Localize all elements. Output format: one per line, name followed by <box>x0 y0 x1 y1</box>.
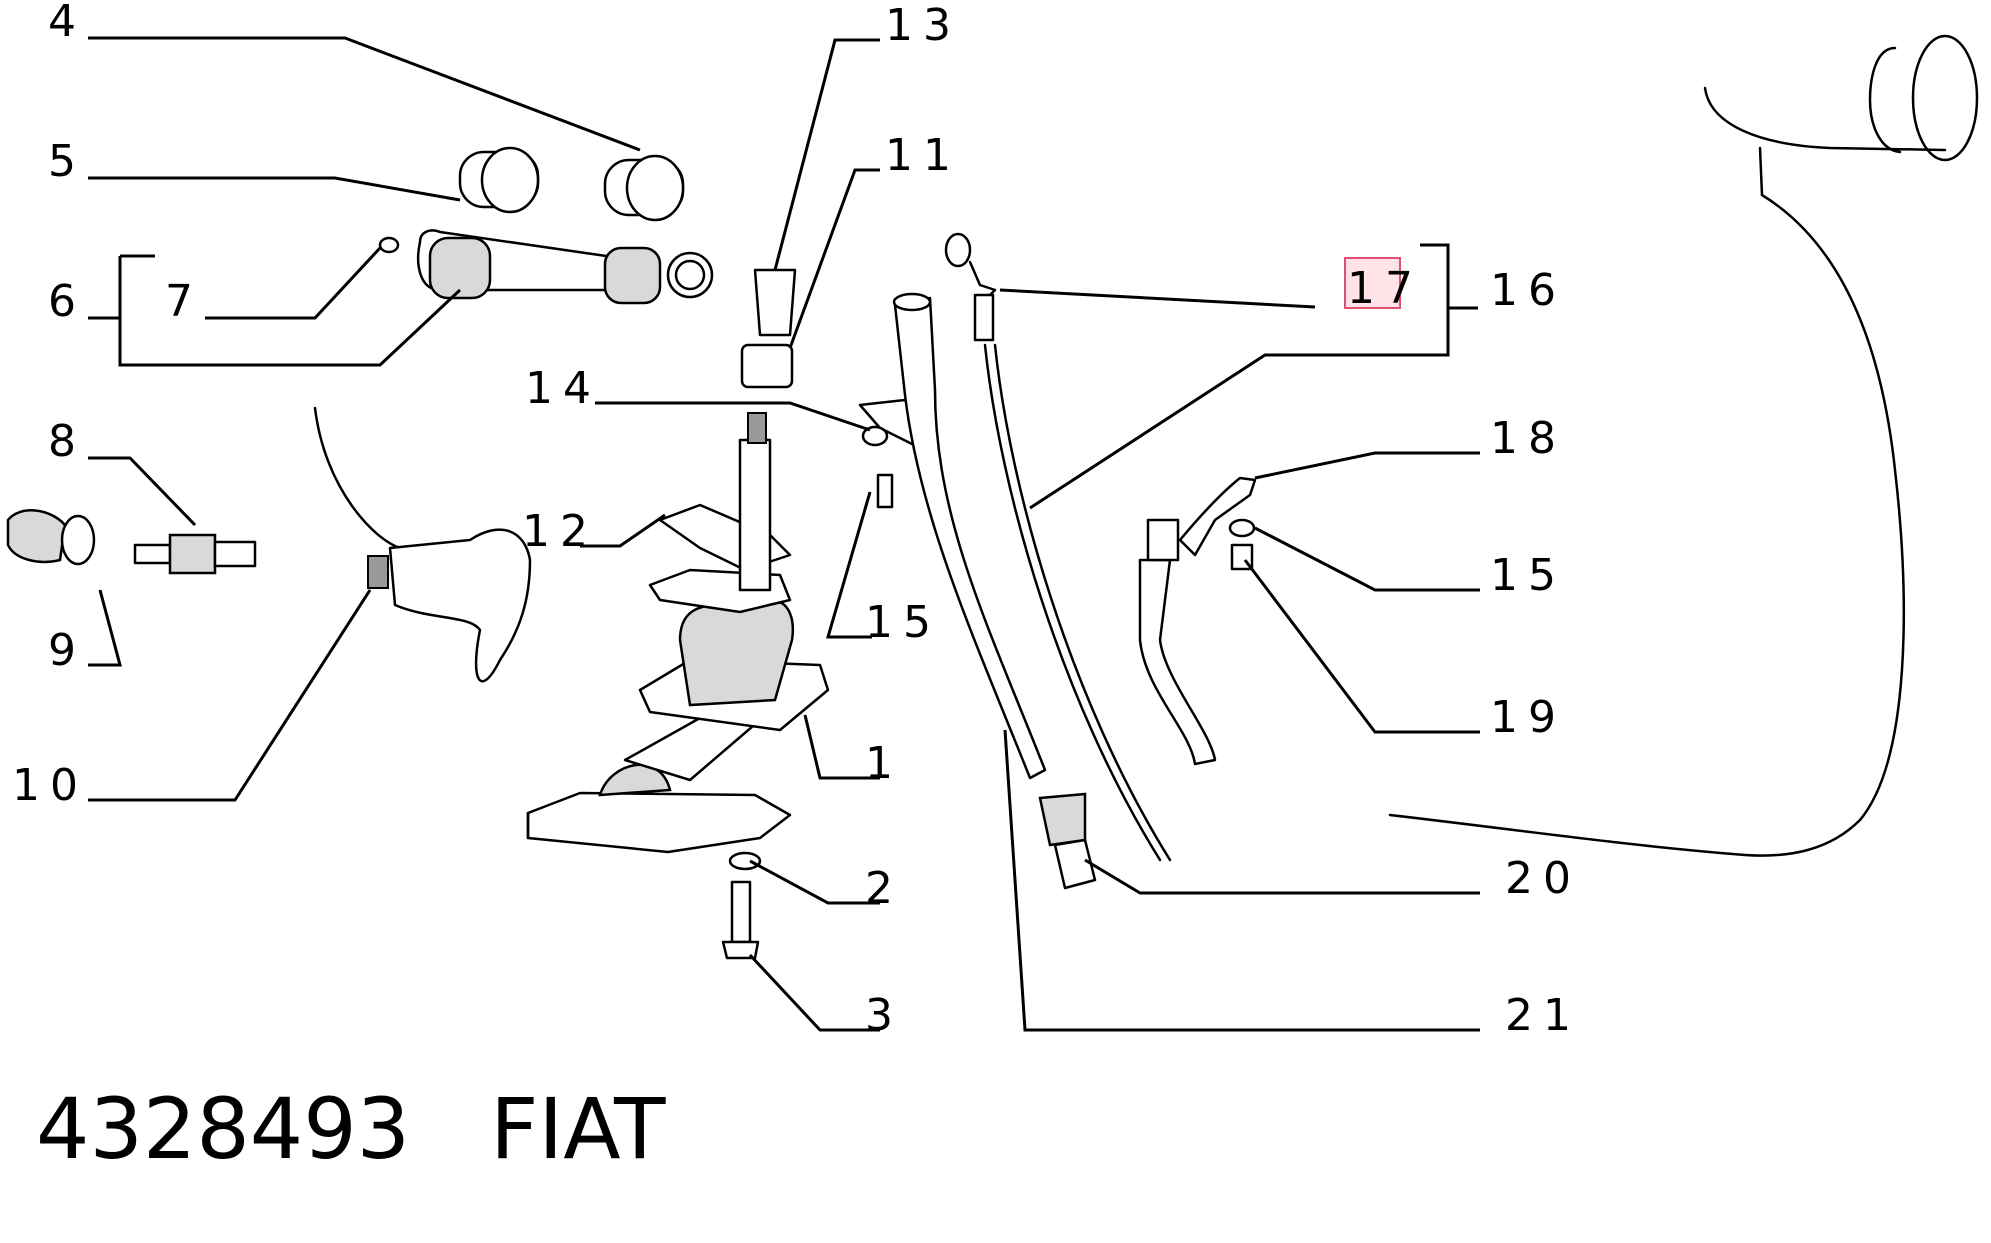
part-caption: 4328493 FIAT <box>36 1080 745 1178</box>
callout-6[interactable]: 6 <box>48 276 86 327</box>
brand-name: FIAT <box>490 1080 666 1178</box>
callout-17-highlight[interactable] <box>1344 257 1401 309</box>
callout-7[interactable]: 7 <box>165 276 203 327</box>
pressure-switch-and-cap <box>6 509 257 575</box>
callout-20[interactable]: 20 <box>1505 853 1581 904</box>
callout-15-right[interactable]: 15 <box>1490 550 1566 601</box>
filter-housing-outline <box>313 406 532 683</box>
callout-17[interactable]: 17 <box>1347 263 1423 314</box>
part-number: 4328493 <box>36 1080 411 1178</box>
callout-21[interactable]: 21 <box>1505 990 1581 1041</box>
callout-1[interactable]: 1 <box>865 738 903 789</box>
oil-pump-assembly <box>526 412 830 960</box>
dipstick-tube <box>892 292 1047 780</box>
callout-4[interactable]: 4 <box>48 0 86 47</box>
rubber-plug <box>1038 792 1097 890</box>
callout-5[interactable]: 5 <box>48 136 86 187</box>
callout-16[interactable]: 16 <box>1490 265 1566 316</box>
callout-10[interactable]: 10 <box>12 760 88 811</box>
callout-14[interactable]: 15 <box>865 597 941 648</box>
callout-15-left[interactable]: 14 <box>525 363 601 414</box>
pinion-and-bushing <box>740 268 797 389</box>
engine-block-outline <box>1388 34 1979 857</box>
drive-shaft-assembly <box>378 146 714 305</box>
callout-19[interactable]: 19 <box>1490 692 1566 743</box>
callout-18[interactable]: 18 <box>1490 413 1566 464</box>
callout-12[interactable]: 12 <box>522 506 598 557</box>
dipstick <box>944 232 1172 862</box>
callout-11[interactable]: 11 <box>885 130 961 181</box>
callout-3[interactable]: 3 <box>865 990 903 1041</box>
breather-tube-bracket <box>1138 476 1257 766</box>
leader-lines <box>88 36 1480 1032</box>
callout-9[interactable]: 9 <box>48 625 86 676</box>
callout-13[interactable]: 13 <box>885 0 961 51</box>
callout-2[interactable]: 2 <box>865 863 903 914</box>
callout-8[interactable]: 8 <box>48 416 86 467</box>
